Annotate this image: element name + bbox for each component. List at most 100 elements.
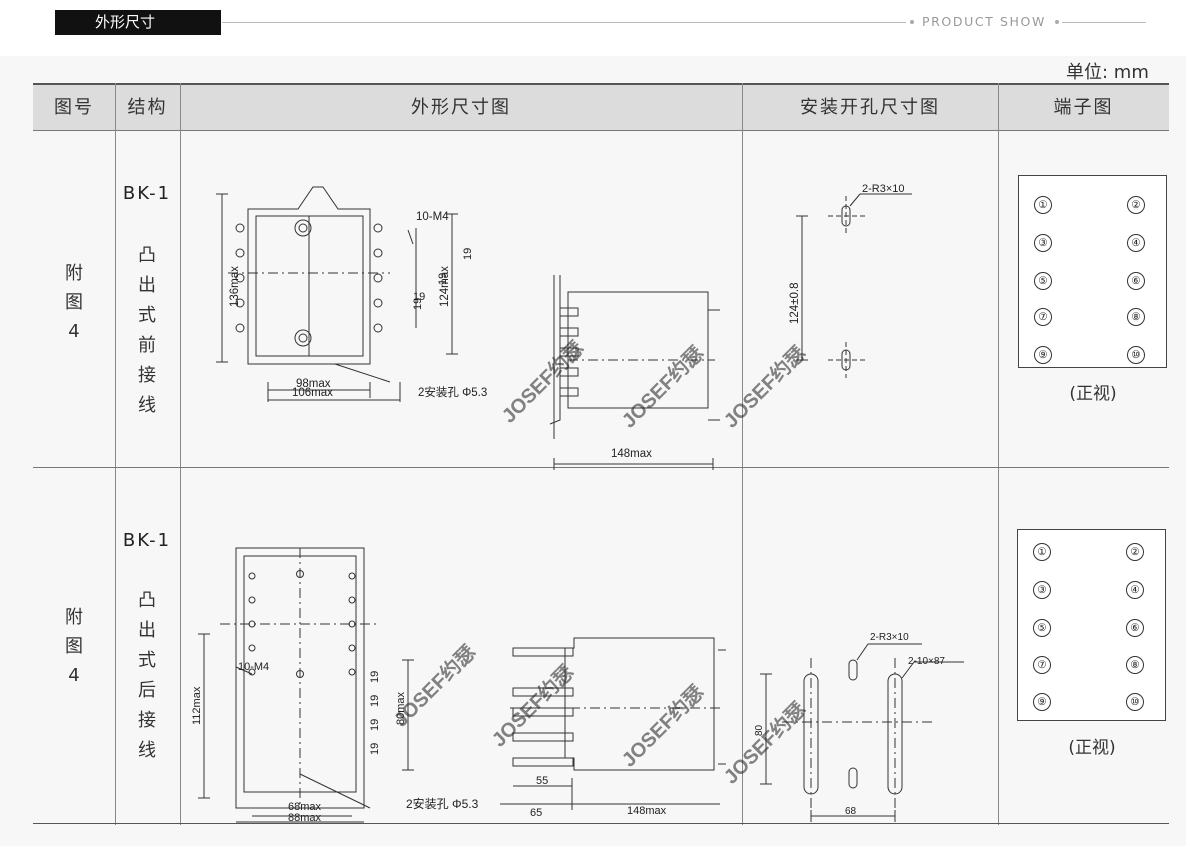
dim-terminal-screws: 10-M4: [238, 661, 269, 673]
outline-drawing-front-wiring: 19 19 19 19 10-M4 136max 124max 98max 10…: [216, 186, 720, 470]
structure-char: 接: [138, 710, 156, 731]
table-header: 图号 结构 外形尺寸图 安装开孔尺寸图 端子图: [33, 83, 1169, 131]
dim-pitch: 19: [369, 671, 381, 683]
mounting-slot: [848, 659, 858, 681]
dim-height: 80max: [395, 691, 407, 725]
terminal-8: ⑧: [1127, 308, 1145, 326]
structure-char: 线: [138, 740, 156, 761]
structure-char: 凸: [138, 590, 156, 611]
watermark: JOSEF约瑟: [389, 640, 481, 732]
title-rule: [222, 22, 906, 23]
title-rule: [1062, 22, 1146, 23]
dim-outer-width: 88max: [288, 812, 322, 824]
dim-pitch: 19: [412, 298, 424, 310]
terminal-7: ⑦: [1034, 308, 1052, 326]
left-terminal-column: [248, 572, 256, 676]
terminal-1: ①: [1033, 543, 1051, 561]
row-divider: [33, 467, 1169, 468]
dimension-table: 图号 结构 外形尺寸图 安装开孔尺寸图 端子图 附 图 4 BK-1 凸 出 式…: [33, 83, 1169, 825]
dim-slot: 2-R3×10: [870, 632, 909, 643]
dim-stud-offset: 65: [530, 807, 542, 819]
terminal-5: ⑤: [1034, 272, 1052, 290]
figure-label-char: 图: [65, 636, 83, 657]
column-divider: [742, 83, 743, 825]
dim-inner-width: 68max: [288, 801, 322, 813]
terminal-2: ②: [1126, 543, 1144, 561]
dim-depth: 148max: [627, 805, 667, 817]
structure-description: 凸 出 式 前 接 线: [115, 241, 179, 421]
col-header-structure: 结构: [127, 97, 168, 118]
model-name: BK-1: [122, 530, 172, 551]
structure-char: 出: [138, 275, 156, 296]
front-view-label: (正视): [1069, 384, 1117, 404]
relay-body-outline: [247, 186, 371, 365]
figure-label-char: 图: [65, 292, 83, 313]
right-terminal-column: [373, 223, 383, 333]
terminal-10: ⑩: [1126, 693, 1144, 711]
left-terminal-column: [235, 223, 245, 333]
terminal-6: ⑥: [1126, 619, 1144, 637]
watermark: JOSEF约瑟: [617, 680, 709, 772]
terminal-7: ⑦: [1033, 656, 1051, 674]
structure-char: 后: [138, 680, 156, 701]
terminal-9: ⑨: [1033, 693, 1051, 711]
structure-char: 式: [138, 305, 156, 326]
structure-char: 线: [138, 395, 156, 416]
mounting-slot: [848, 767, 858, 789]
figure-label: 附 图 4: [54, 259, 94, 346]
dim-slot: 2-R3×10: [862, 183, 905, 195]
relay-side-view: [549, 275, 720, 470]
dim-terminal-screws: 10-M4: [416, 211, 449, 223]
terminal-9: ⑨: [1034, 346, 1052, 364]
terminal-4: ④: [1126, 581, 1144, 599]
cutout-drawing-rear-wiring: 2-R3×10 2-10×87 80 68 JOSEF约瑟: [719, 632, 964, 822]
watermark: JOSEF约瑟: [487, 660, 579, 752]
rule-dot: [910, 20, 914, 24]
dim-cutout-width: 68: [845, 806, 857, 817]
col-header-figure: 图号: [54, 97, 94, 118]
watermark: JOSEF约瑟: [617, 341, 709, 433]
watermark: JOSEF约瑟: [497, 336, 589, 428]
relay-side-view: [500, 637, 726, 810]
dim-total-height: 112max: [191, 686, 203, 725]
terminal-2: ②: [1127, 196, 1145, 214]
dim-outer-width: 106max: [292, 387, 333, 399]
dim-pitch: 19: [437, 273, 449, 285]
dim-long-slot: 2-10×87: [908, 656, 945, 667]
terminal-1: ①: [1034, 196, 1052, 214]
terminal-5: ⑤: [1033, 619, 1051, 637]
column-divider: [998, 83, 999, 825]
dim-cutout-height: 80: [754, 724, 765, 736]
outline-drawing-rear-wiring: 10-M4 112max 80max 19 19 19 19 68max 88m…: [191, 547, 726, 824]
dim-mounting-holes: 2安装孔 Φ5.3: [418, 385, 487, 399]
figure-label-char: 4: [68, 665, 80, 686]
cutout-drawing-front-wiring: 2-R3×10 124±0.8 JOSEF约瑟: [719, 183, 912, 433]
terminal-3: ③: [1033, 581, 1051, 599]
dim-height: 124max: [439, 266, 451, 307]
terminal-6: ⑥: [1127, 272, 1145, 290]
dim-spacing: 124±0.8: [789, 283, 801, 325]
structure-char: 出: [138, 620, 156, 641]
terminal-3: ③: [1034, 234, 1052, 252]
right-margin: [1186, 0, 1200, 846]
figure-label: 附 图 4: [54, 603, 94, 690]
column-divider: [115, 83, 116, 825]
col-header-cutout: 安装开孔尺寸图: [800, 97, 940, 118]
product-show-label: PRODUCT SHOW: [922, 14, 1046, 29]
table-bottom-rule: [33, 823, 1169, 824]
unit-label: 单位: mm: [1066, 62, 1149, 83]
structure-description: 凸 出 式 后 接 线: [115, 586, 179, 766]
figure-label-char: 附: [65, 607, 83, 628]
dim-mounting-holes: 2安装孔 Φ5.3: [406, 796, 479, 811]
terminal-diagram: ① ② ③ ④ ⑤ ⑥ ⑦ ⑧ ⑨ ⑩: [1018, 175, 1167, 368]
model-name: BK-1: [122, 183, 172, 204]
dim-pitch: 19: [369, 719, 381, 731]
section-title: 外形尺寸: [55, 10, 221, 35]
dim-pitch: 19: [462, 248, 474, 260]
column-divider: [180, 83, 181, 825]
structure-char: 凸: [138, 245, 156, 266]
terminal-diagram: ① ② ③ ④ ⑤ ⑥ ⑦ ⑧ ⑨ ⑩: [1017, 529, 1166, 721]
terminal-8: ⑧: [1126, 656, 1144, 674]
dim-pitch: 19: [369, 695, 381, 707]
terminal-4: ④: [1127, 234, 1145, 252]
